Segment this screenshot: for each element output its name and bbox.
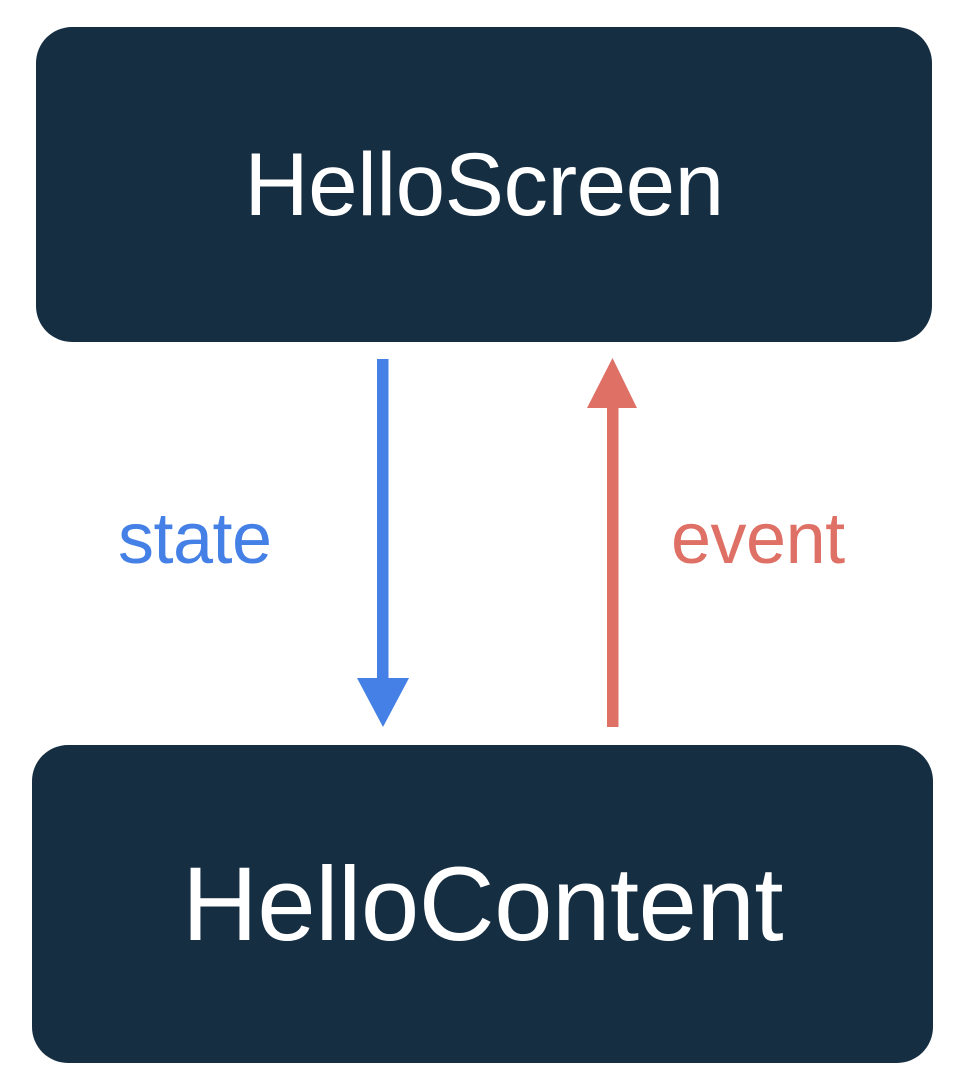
- state-arrow: [357, 359, 409, 727]
- edge-label-state: state: [118, 499, 272, 579]
- node-hello-content-label: HelloContent: [181, 845, 784, 963]
- edge-label-event: event: [671, 499, 845, 579]
- node-hello-content[interactable]: HelloContent: [32, 745, 933, 1063]
- event-arrow: [587, 358, 637, 727]
- node-hello-screen[interactable]: HelloScreen: [36, 27, 932, 342]
- node-hello-screen-label: HelloScreen: [244, 134, 724, 234]
